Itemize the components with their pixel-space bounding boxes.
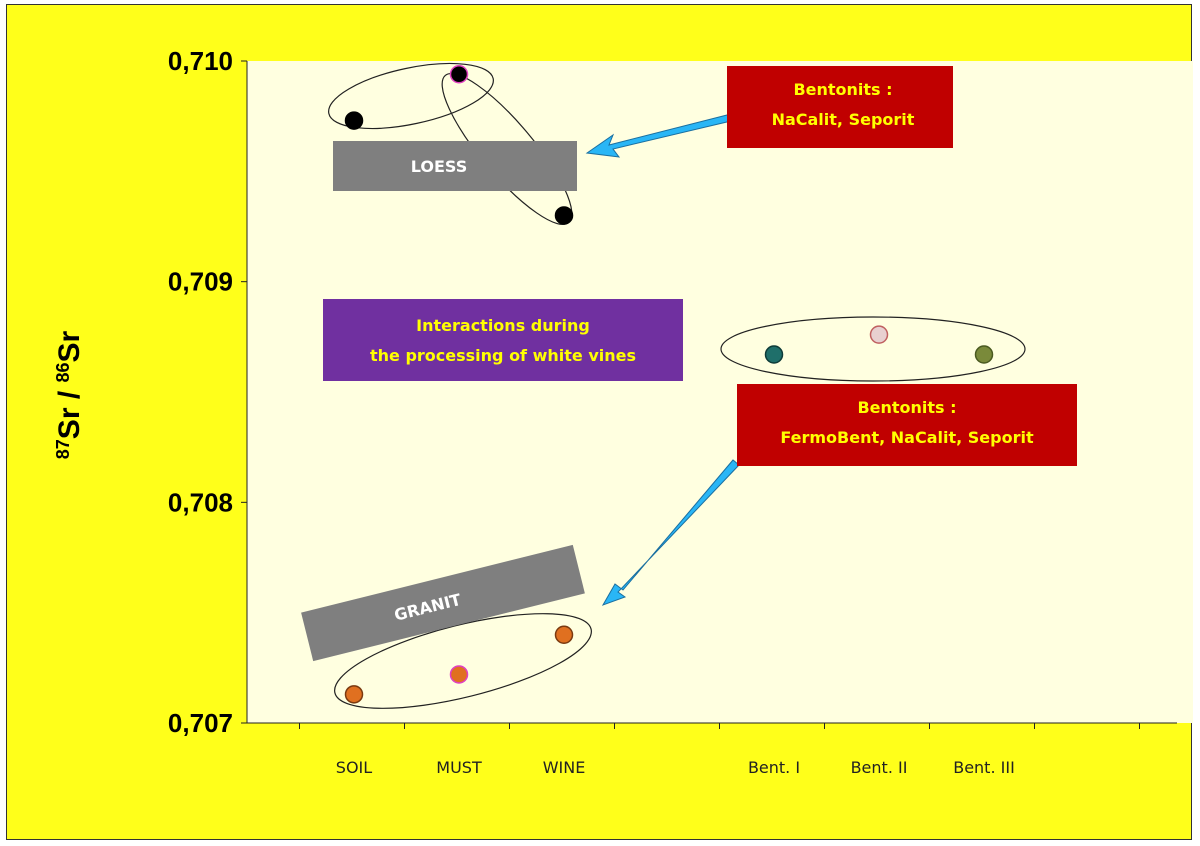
arrow-to-granit bbox=[601, 459, 740, 606]
arrows bbox=[585, 114, 740, 606]
bentonits-label-box-1: Bentonits : NaCalit, Seporit bbox=[727, 66, 953, 148]
interactions-label-line2: the processing of white vines bbox=[370, 346, 636, 365]
x-category-label: SOIL bbox=[336, 758, 372, 777]
data-point-bentonits-bent-i bbox=[764, 345, 784, 364]
data-point-granit-soil bbox=[344, 685, 364, 704]
data-point-loess-must bbox=[449, 64, 469, 84]
x-ticks: SOIL MUST WINE Bent. I Bent. II Bent. III bbox=[299, 723, 1140, 777]
interactions-label-line1: Interactions during bbox=[416, 316, 590, 335]
y-tick-label: 0,709 bbox=[168, 267, 233, 297]
y-axis-label-element1: Sr / bbox=[53, 382, 86, 439]
bentonits-2-line2: FermoBent, NaCalit, Seporit bbox=[780, 428, 1034, 447]
granit-ellipse bbox=[334, 613, 592, 709]
loess-ellipse-soil-must bbox=[328, 62, 494, 130]
loess-label-text: LOESS bbox=[411, 157, 467, 176]
x-category-label: Bent. I bbox=[748, 758, 800, 777]
bentonits-2-line1: Bentonits : bbox=[857, 398, 956, 417]
interactions-label-box: Interactions during the processing of wh… bbox=[323, 299, 683, 381]
data-point-granit-wine bbox=[554, 625, 574, 644]
data-point-bentonits-bent-ii bbox=[869, 325, 889, 344]
figure-frame: 0,707 0,708 0,709 0,710 SOIL MUST WINE Bent. I… bbox=[6, 4, 1193, 840]
data-points bbox=[344, 64, 994, 704]
y-tick-label: 0,707 bbox=[168, 708, 233, 738]
y-axis-label-mass2: 86 bbox=[53, 362, 73, 382]
chart: 0,707 0,708 0,709 0,710 SOIL MUST WINE Bent. I… bbox=[53, 46, 1193, 777]
x-category-label: WINE bbox=[543, 758, 586, 777]
bentonits-1-line2: NaCalit, Seporit bbox=[772, 110, 915, 129]
granit-label-box: GRANIT bbox=[301, 544, 585, 662]
y-ticks: 0,707 0,708 0,709 0,710 bbox=[168, 46, 247, 738]
loess-label-box: LOESS bbox=[333, 141, 577, 191]
x-category-label: Bent. II bbox=[851, 758, 908, 777]
data-point-granit-must bbox=[449, 665, 469, 684]
data-point-bentonits-bent-iii bbox=[974, 345, 994, 364]
bentonits-ellipse bbox=[720, 316, 1026, 382]
x-category-label: Bent. III bbox=[953, 758, 1015, 777]
arrow-to-loess bbox=[585, 114, 732, 158]
data-point-loess-wine bbox=[554, 206, 574, 225]
bentonits-label-box-2: Bentonits : FermoBent, NaCalit, Seporit bbox=[737, 384, 1077, 466]
y-axis-label-element2: Sr bbox=[53, 330, 86, 362]
data-point-loess-soil bbox=[344, 111, 364, 130]
bentonits-1-line1: Bentonits : bbox=[793, 80, 892, 99]
y-axis-label: 87Sr / 86Sr bbox=[53, 330, 86, 459]
x-category-label: MUST bbox=[436, 758, 482, 777]
y-tick-label: 0,710 bbox=[168, 46, 233, 76]
y-tick-label: 0,708 bbox=[168, 487, 233, 517]
y-axis-label-mass1: 87 bbox=[53, 439, 73, 459]
